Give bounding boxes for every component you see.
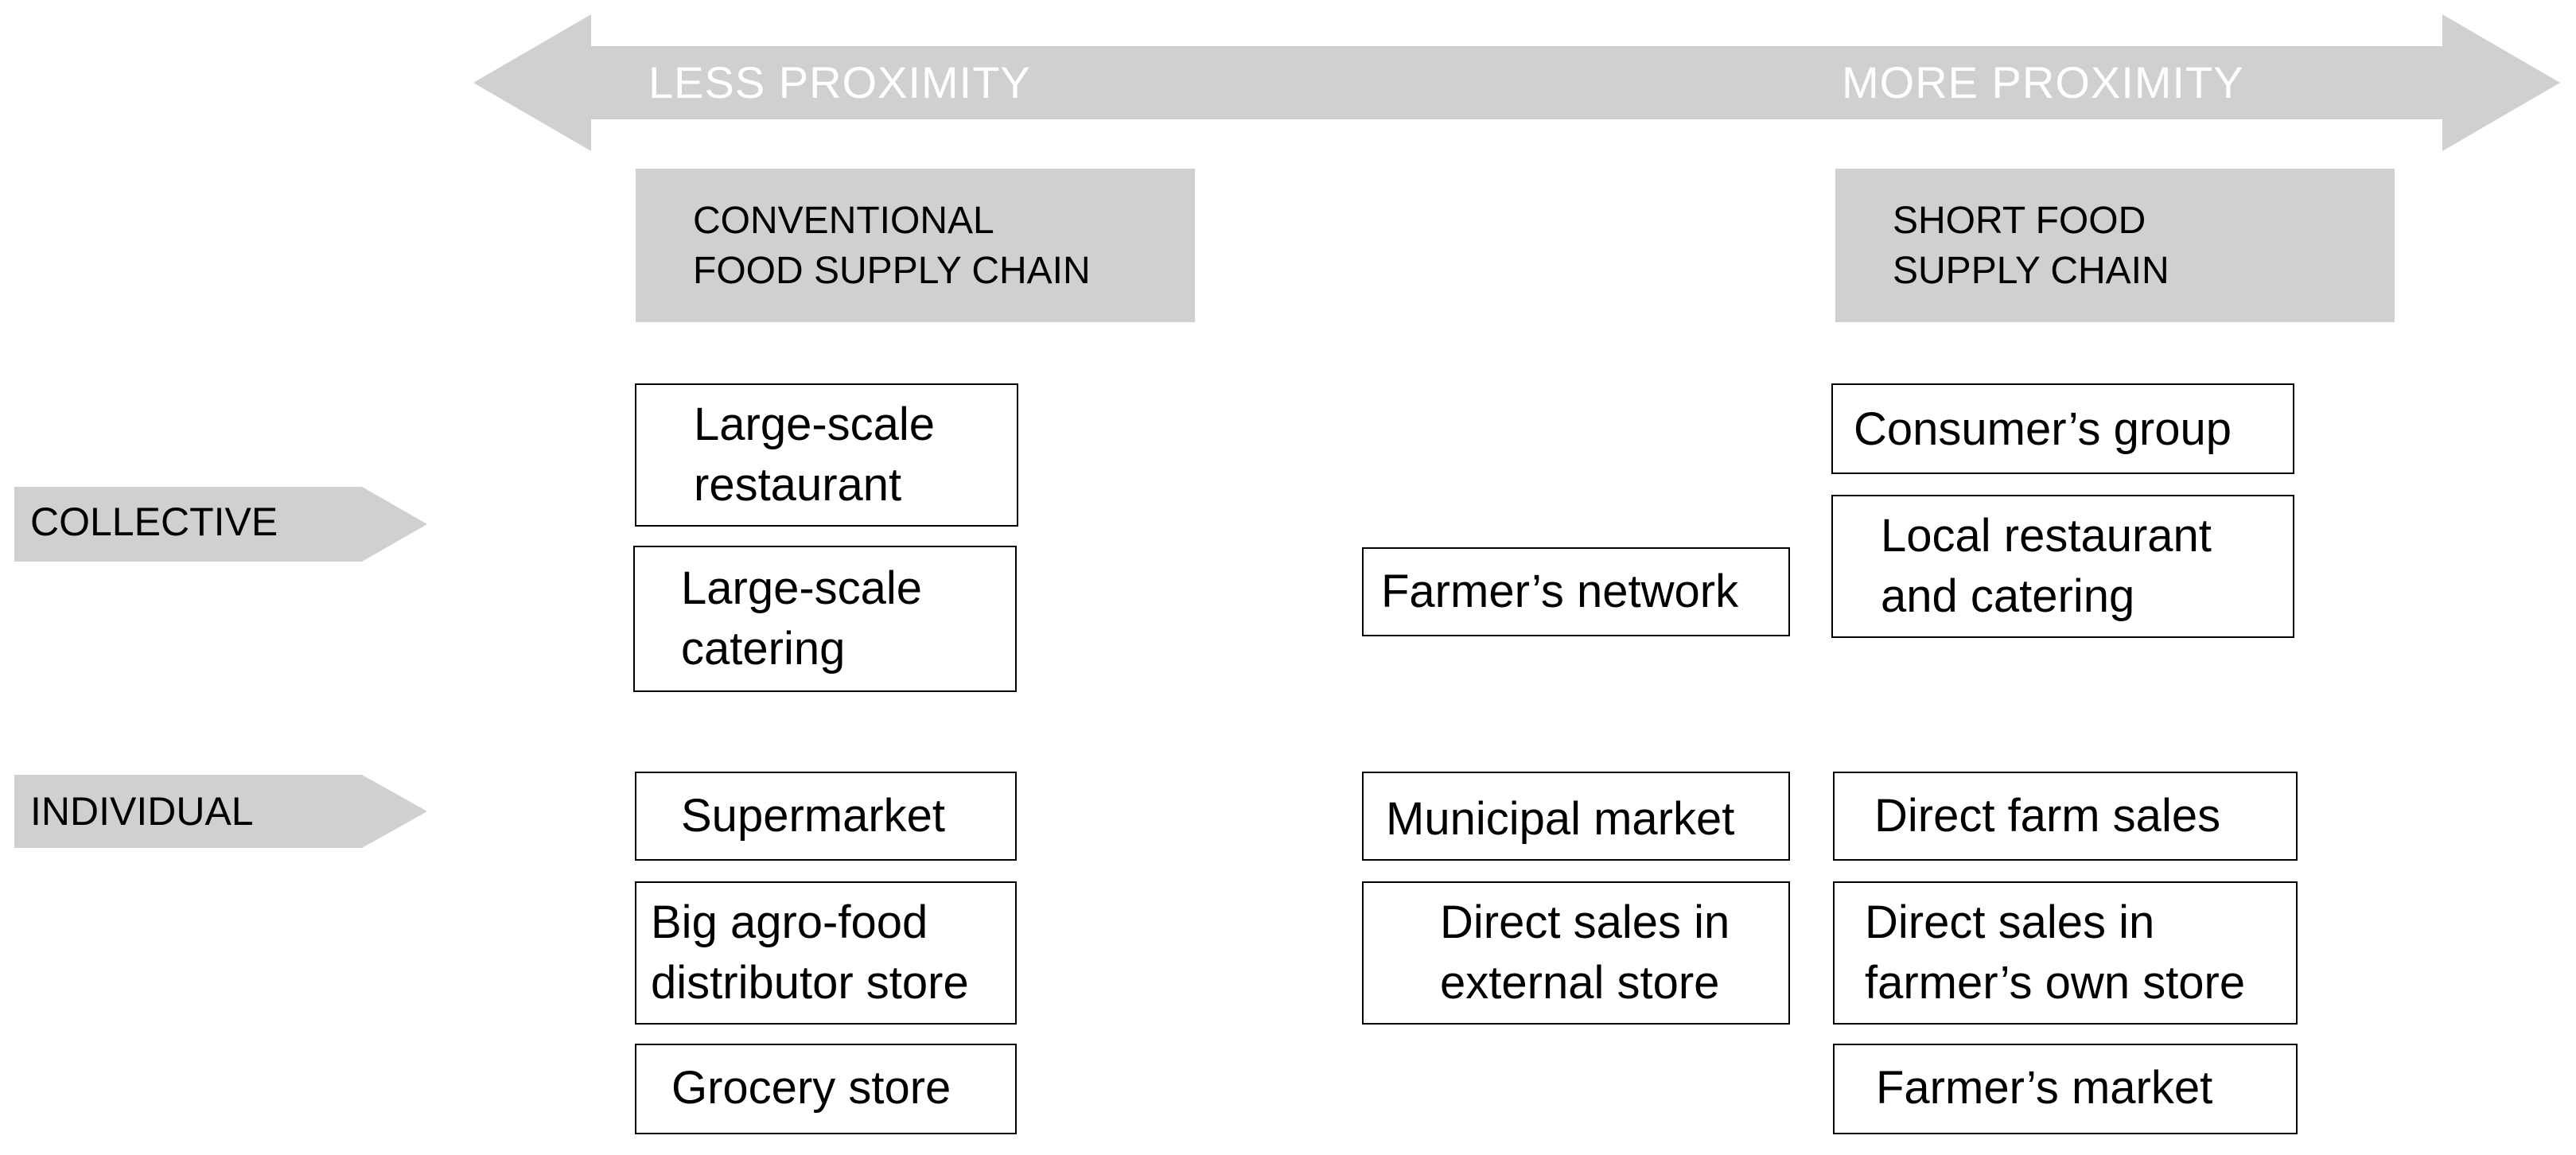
conventional-chain-header-line-2: FOOD SUPPLY CHAIN <box>693 249 1091 292</box>
supermarket-box: Supermarket <box>635 772 1017 861</box>
large-scale-catering-line-1: Large-scale <box>681 562 923 614</box>
direct-farm-sales-label: Direct farm sales <box>1874 790 2221 842</box>
farmers-market-box: Farmer’s market <box>1833 1044 2298 1134</box>
farmers-network-label: Farmer’s network <box>1381 566 1739 617</box>
short-chain-header-line-1: SHORT FOOD <box>1893 199 2146 242</box>
direct-sales-external-box: Direct sales in external store <box>1362 881 1790 1025</box>
local-restaurant-box: Local restaurant and catering <box>1831 495 2294 638</box>
big-agro-food-box: Big agro-food distributor store <box>635 881 1017 1025</box>
large-scale-restaurant-box: Large-scale restaurant <box>635 383 1018 527</box>
more-proximity-label: MORE PROXIMITY <box>1842 57 2244 107</box>
collective-label: COLLECTIVE <box>30 500 278 544</box>
proximity-arrow-shape <box>473 14 2560 151</box>
less-proximity-label: LESS PROXIMITY <box>648 57 1031 107</box>
direct-sales-own-line-2: farmer’s own store <box>1865 957 2246 1009</box>
collective-tag-shape <box>14 487 427 562</box>
farmers-market-label: Farmer’s market <box>1876 1062 2213 1114</box>
conventional-chain-header-line-1: CONVENTIONAL <box>693 199 994 242</box>
large-scale-catering-box: Large-scale catering <box>633 546 1017 692</box>
big-agro-food-line-2: distributor store <box>651 957 969 1009</box>
proximity-arrow <box>473 14 2560 151</box>
direct-sales-own-box: Direct sales in farmer’s own store <box>1833 881 2298 1025</box>
short-chain-header: SHORT FOOD SUPPLY CHAIN <box>1835 169 2395 322</box>
farmers-network-box: Farmer’s network <box>1362 547 1790 636</box>
direct-farm-sales-box: Direct farm sales <box>1833 772 2298 861</box>
consumers-group-box: Consumer’s group <box>1831 383 2294 474</box>
short-chain-header-line-2: SUPPLY CHAIN <box>1893 249 2169 292</box>
large-scale-catering-line-2: catering <box>681 623 846 675</box>
large-scale-restaurant-line-1: Large-scale <box>694 399 936 450</box>
big-agro-food-line-1: Big agro-food <box>651 896 928 948</box>
large-scale-restaurant-line-2: restaurant <box>694 459 902 511</box>
direct-sales-external-line-2: external store <box>1440 957 1720 1009</box>
individual-label: INDIVIDUAL <box>30 789 254 834</box>
municipal-market-box: Municipal market <box>1362 772 1790 861</box>
direct-sales-external-line-1: Direct sales in <box>1440 896 1730 948</box>
local-restaurant-line-1: Local restaurant <box>1881 510 2212 562</box>
municipal-market-label: Municipal market <box>1386 793 1735 845</box>
grocery-store-label: Grocery store <box>671 1062 951 1114</box>
local-restaurant-line-2: and catering <box>1881 570 2135 622</box>
direct-sales-own-line-1: Direct sales in <box>1865 896 2155 948</box>
consumers-group-label: Consumer’s group <box>1854 403 2232 455</box>
conventional-chain-header: CONVENTIONAL FOOD SUPPLY CHAIN <box>636 169 1195 322</box>
supermarket-label: Supermarket <box>681 790 946 842</box>
individual-tag-shape <box>14 775 427 848</box>
grocery-store-box: Grocery store <box>635 1044 1017 1134</box>
